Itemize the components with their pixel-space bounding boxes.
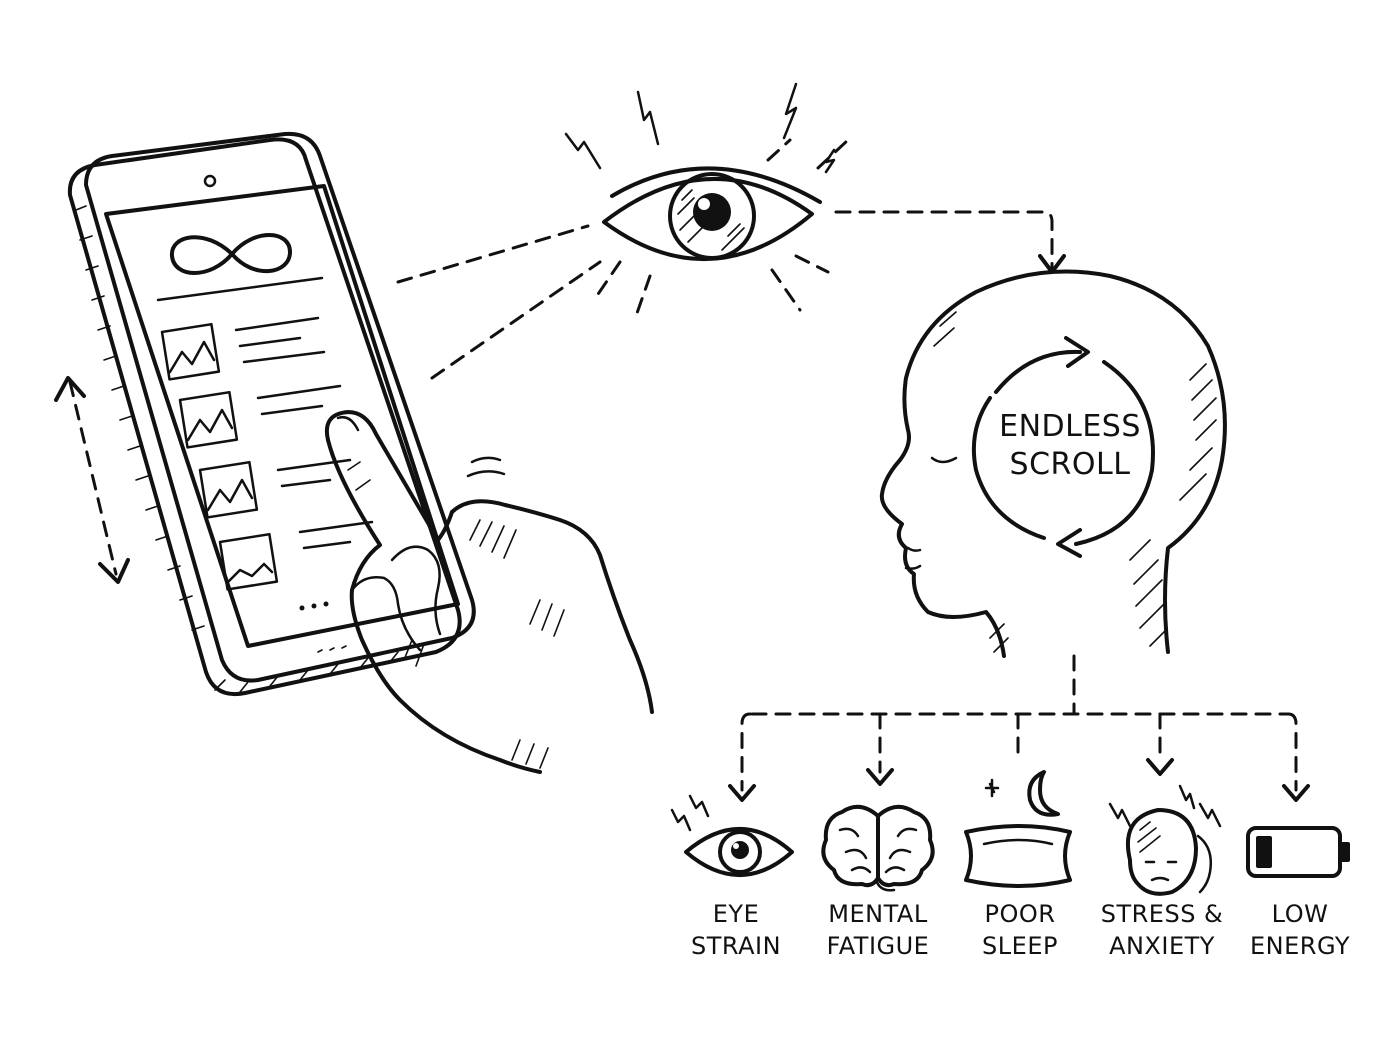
- feed-item: [198, 458, 352, 519]
- scroll-arrow-icon: [54, 376, 130, 584]
- hand: [325, 410, 654, 774]
- effect-label-poor-sleep-1: POOR: [985, 900, 1056, 928]
- phone-screen: [104, 184, 460, 648]
- effect-label-eye-strain-1: EYE: [713, 900, 760, 928]
- effect-label-low-energy-2: ENERGY: [1250, 932, 1350, 960]
- more-dots: [299, 601, 329, 611]
- feed-item: [178, 384, 342, 449]
- anxious-head-icon: [1108, 784, 1222, 896]
- cycle-label-line2: SCROLL: [1010, 447, 1131, 482]
- effect-label-mental-fatigue-2: FATIGUE: [827, 932, 930, 960]
- effect-label-stress-anxiety-1: STRESS &: [1101, 900, 1224, 928]
- head-profile: [879, 269, 1227, 658]
- cycle-label-line1: ENDLESS: [999, 409, 1141, 444]
- effects-branch-connector: [728, 654, 1310, 802]
- connector-eye-to-head: [834, 210, 1066, 274]
- gaze-lines: [396, 224, 602, 380]
- cycle-arrows-icon: [971, 336, 1155, 558]
- effect-label-eye-strain-2: STRAIN: [691, 932, 781, 960]
- infinity-icon: [170, 233, 292, 275]
- effect-label-low-energy-1: LOW: [1272, 900, 1329, 928]
- feed-item: [160, 316, 326, 381]
- camera-dot: [203, 174, 217, 188]
- low-battery-icon: [1246, 826, 1350, 878]
- feed-item: [218, 520, 374, 591]
- effect-label-poor-sleep-2: SLEEP: [982, 932, 1058, 960]
- eye-icon: [564, 82, 850, 318]
- effect-label-stress-anxiety-2: ANXIETY: [1109, 932, 1215, 960]
- strained-eye-icon: [670, 794, 794, 877]
- pillow-moon-icon: [964, 770, 1072, 888]
- smartphone: [67, 131, 476, 696]
- effect-label-mental-fatigue-1: MENTAL: [828, 900, 928, 928]
- brain-icon: [821, 804, 935, 892]
